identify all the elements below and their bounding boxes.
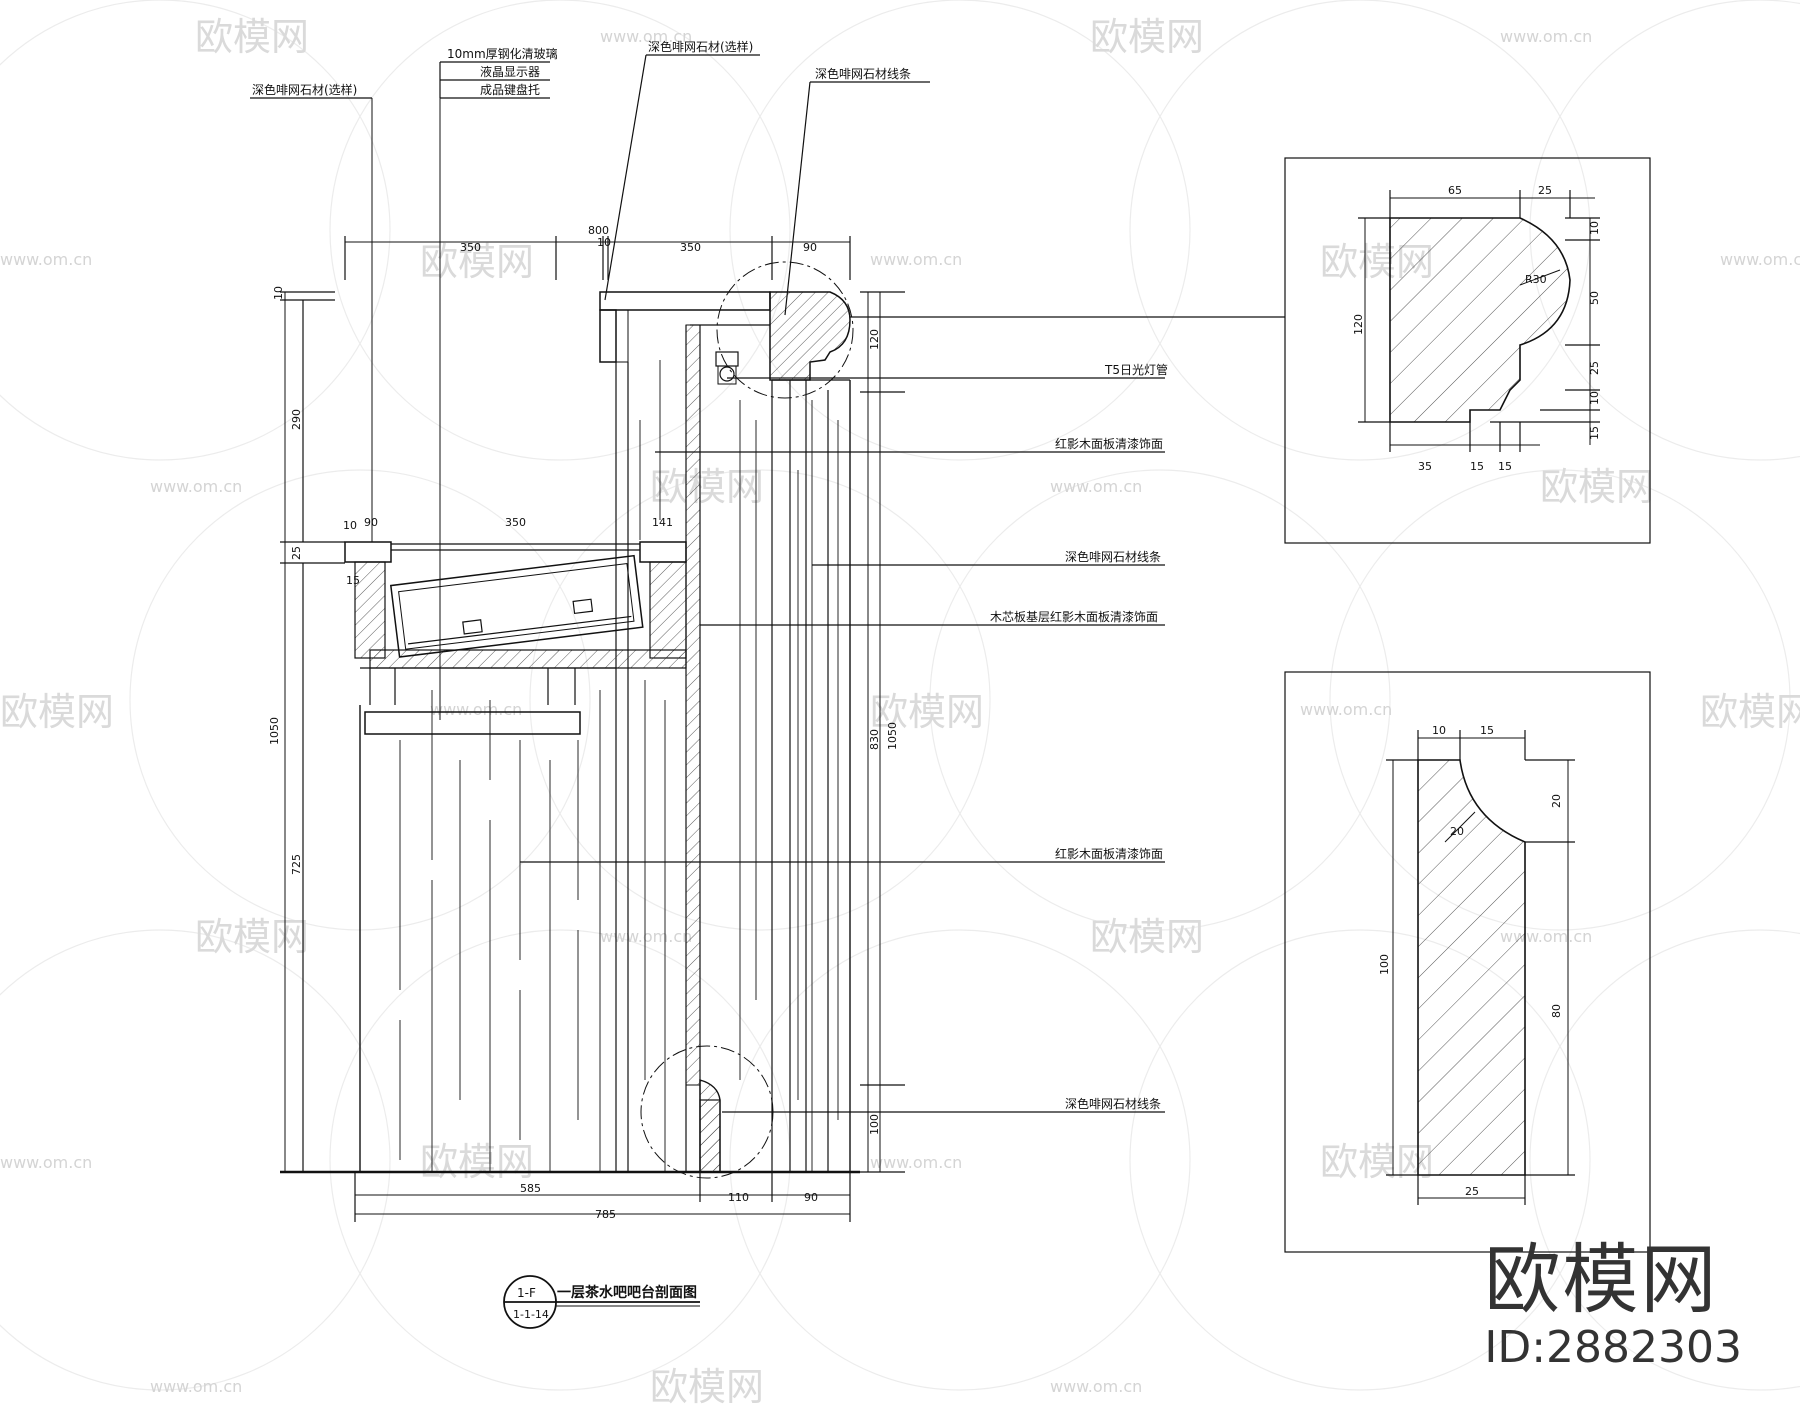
watermark-logo: 欧模网 (650, 1365, 764, 1409)
dim-left-725: 725 (290, 854, 303, 875)
watermark-url: www.om.cn (870, 1153, 962, 1172)
watermark-logos: 欧模网 欧模网 欧模网 欧模网 欧模网 欧模网 欧模网 欧模网 欧模网 欧模网 … (0, 15, 1800, 1409)
db-25: 25 (1465, 1185, 1479, 1198)
main-section (250, 54, 1285, 1222)
watermark-urls: www.om.cn www.om.cn www.om.cn www.om.cn … (0, 27, 1800, 1396)
watermark-url: www.om.cn (1500, 27, 1592, 46)
watermark-logo: 欧模网 (420, 1140, 534, 1184)
dim-bottom-785: 785 (595, 1208, 616, 1221)
label-lcd: 液晶显示器 (480, 64, 540, 79)
db-r20: 20 (1450, 825, 1464, 838)
dim-right-830: 830 (868, 729, 881, 750)
dim-shelf-90: 90 (364, 516, 378, 529)
title-code-top: 1-F (517, 1286, 536, 1300)
watermark-logo: 欧模网 (870, 690, 984, 734)
dim-top-10: 10 (597, 236, 611, 249)
dt-25b: 25 (1588, 361, 1601, 375)
watermark-logo: 欧模网 (650, 465, 764, 509)
watermark-url: www.om.cn (870, 250, 962, 269)
watermark-logo: 欧模网 (195, 915, 309, 959)
dim-bottom-585: 585 (520, 1182, 541, 1195)
dim-right-100: 100 (868, 1114, 881, 1135)
title-code-bottom: 1-1-14 (513, 1308, 549, 1321)
dim-right-120: 120 (868, 329, 881, 350)
dt-35: 35 (1418, 460, 1432, 473)
dt-r30: R30 (1525, 273, 1547, 286)
dim-top-800: 800 (588, 224, 609, 237)
db-20: 20 (1550, 794, 1563, 808)
label-keyboard: 成品键盘托 (480, 82, 540, 97)
label-rosewood-1: 红影木面板清漆饰面 (1055, 436, 1163, 451)
watermark-logo: 欧模网 (1090, 15, 1204, 59)
dim-shelf-350: 350 (505, 516, 526, 529)
dt-120: 120 (1352, 314, 1365, 335)
dt-15b: 15 (1470, 460, 1484, 473)
dt-50: 50 (1588, 291, 1601, 305)
title-text: 一层茶水吧吧台剖面图 (557, 1284, 697, 1301)
label-stone-trim-bottom: 深色啡网石材线条 (1065, 1097, 1161, 1111)
drawing-title: 1-F 1-1-14 一层茶水吧吧台剖面图 (503, 1275, 700, 1329)
section-dimensions: 800 10 350 350 90 10 290 25 1050 725 15 … (268, 224, 899, 1221)
watermark-logo: 欧模网 (0, 690, 114, 734)
db-15: 15 (1480, 724, 1494, 737)
watermark-url: www.om.cn (1050, 1377, 1142, 1396)
section-labels: 深色啡网石材(选样) 10mm厚钢化清玻璃 液晶显示器 成品键盘托 深色啡网石材… (252, 39, 1168, 1111)
watermark-url: www.om.cn (600, 927, 692, 946)
watermark-url: www.om.cn (150, 477, 242, 496)
watermark-logo: 欧模网 (1320, 1140, 1434, 1184)
label-t5-lamp: T5日光灯管 (1104, 362, 1168, 377)
watermark-logo: 欧模网 (195, 15, 309, 59)
dim-bottom-90: 90 (804, 1191, 818, 1204)
db-100: 100 (1378, 954, 1391, 975)
dt-15a: 15 (1588, 426, 1601, 440)
watermark-url: www.om.cn (0, 1153, 92, 1172)
watermark-logo: 欧模网 (1540, 465, 1654, 509)
label-core-board: 木芯板基层红影木面板清漆饰面 (990, 609, 1158, 624)
detail-top-dims: 65 25 120 R30 10 50 25 10 15 35 15 15 (1352, 184, 1601, 473)
watermark-url: www.om.cn (1720, 250, 1800, 269)
dim-shelf-10: 10 (343, 519, 357, 532)
dim-shelf-141: 141 (652, 516, 673, 529)
dim-top-350-right: 350 (680, 241, 701, 254)
watermark-url: www.om.cn (430, 700, 522, 719)
label-top-stone: 深色啡网石材(选样) (648, 39, 753, 54)
watermark-logo: 欧模网 (420, 240, 534, 284)
dim-bottom-110: 110 (728, 1191, 749, 1204)
label-stone-trim-top: 深色啡网石材线条 (815, 67, 911, 81)
watermark-url: www.om.cn (1050, 477, 1142, 496)
label-left-stone: 深色啡网石材(选样) (252, 82, 357, 97)
dt-10b: 10 (1588, 391, 1601, 405)
watermark-url: www.om.cn (600, 27, 692, 46)
watermark-url: www.om.cn (150, 1377, 242, 1396)
watermark-url: www.om.cn (0, 250, 92, 269)
watermark-logo: 欧模网 (1090, 915, 1204, 959)
dim-left-290: 290 (290, 409, 303, 430)
brand-logo: 欧模网 (1484, 1235, 1719, 1324)
dt-25: 25 (1538, 184, 1552, 197)
dt-15c: 15 (1498, 460, 1512, 473)
label-glass: 10mm厚钢化清玻璃 (447, 47, 558, 61)
detail-bottom-dims: 10 15 20 20 100 80 25 (1378, 724, 1563, 1198)
brand-id: ID:2882303 (1484, 1322, 1742, 1373)
detail-top (1284, 157, 1651, 544)
dim-right-1050: 1050 (886, 722, 899, 750)
watermark-url: www.om.cn (1300, 700, 1392, 719)
dim-top-90: 90 (803, 241, 817, 254)
dim-left-1050: 1050 (268, 717, 281, 745)
detail-bottom (1284, 671, 1651, 1253)
dt-65: 65 (1448, 184, 1462, 197)
label-rosewood-2: 红影木面板清漆饰面 (1055, 846, 1163, 861)
dim-left-15: 15 (346, 574, 360, 587)
dim-left-25: 25 (290, 546, 303, 560)
db-80: 80 (1550, 1004, 1563, 1018)
dim-top-350-left: 350 (460, 241, 481, 254)
label-stone-trim-mid: 深色啡网石材线条 (1065, 550, 1161, 564)
dim-left-10: 10 (272, 286, 285, 300)
brand-watermark: 欧模网 ID:2882303 (1484, 1238, 1742, 1374)
watermark-logo: 欧模网 (1700, 690, 1800, 734)
dt-10a: 10 (1588, 221, 1601, 235)
db-10: 10 (1432, 724, 1446, 737)
